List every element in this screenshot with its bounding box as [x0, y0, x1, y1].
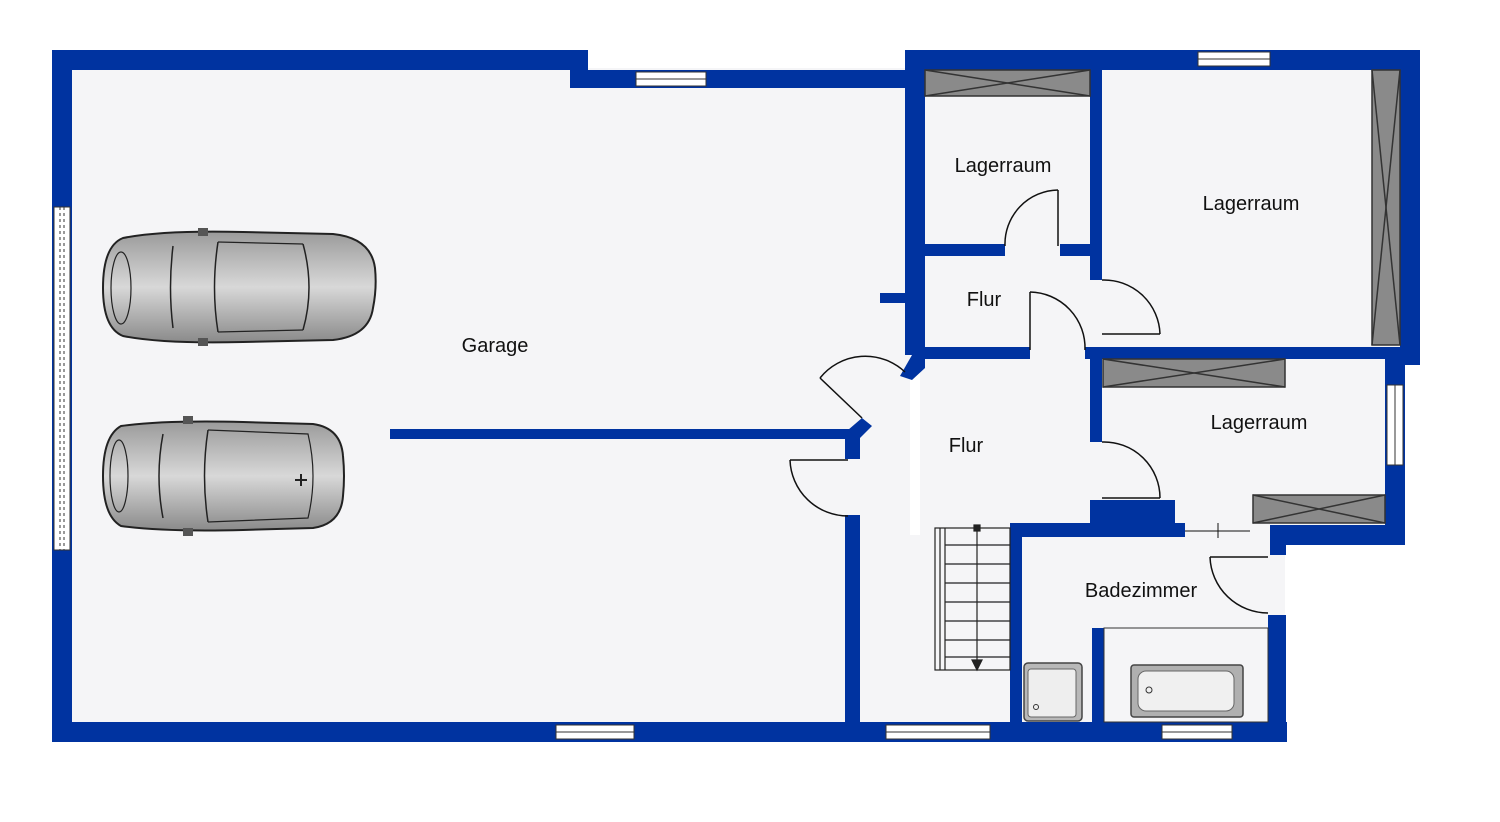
door-swing-icon: [1004, 189, 1059, 247]
label-lagerraum-large: Lagerraum: [1203, 193, 1300, 215]
window-icon: [555, 724, 635, 740]
label-lagerraum-small: Lagerraum: [955, 155, 1052, 177]
window-icon: [885, 724, 991, 740]
label-badezimmer: Badezimmer: [1085, 580, 1198, 602]
window-icon: [635, 71, 707, 87]
car-icon: [101, 416, 345, 536]
door-swing-icon: [789, 459, 849, 517]
door-swing-icon: [819, 355, 906, 419]
window-icon: [1161, 724, 1233, 740]
window-icon: [1197, 51, 1271, 67]
door-swing-icon: [1029, 291, 1086, 351]
cabinet-icon: [924, 69, 1091, 97]
cabinets: [924, 69, 1401, 524]
window-icon: [53, 206, 71, 551]
windows: [53, 51, 1404, 740]
window-icon: [1386, 384, 1404, 466]
door-swing-icon: [1101, 279, 1161, 335]
label-flur-upper: Flur: [967, 289, 1002, 311]
door-swing-icon: [1209, 556, 1269, 614]
bathtub-icon: [1103, 627, 1269, 723]
room-labels: Garage Lagerraum Lagerraum Lagerraum Flu…: [462, 155, 1308, 602]
cabinet-icon: [1252, 494, 1386, 524]
door-swing-icon: [1101, 441, 1161, 499]
stair-icon: [934, 524, 1011, 672]
cabinet-icon: [1371, 69, 1401, 346]
label-flur-main: Flur: [949, 435, 984, 457]
cabinet-icon: [1102, 358, 1286, 388]
car-icon: [101, 228, 377, 346]
label-garage: Garage: [462, 335, 529, 357]
label-lagerraum-lower: Lagerraum: [1211, 412, 1308, 434]
floor-areas: [70, 68, 1405, 722]
doors: [789, 189, 1269, 614]
shower-icon: [1023, 662, 1083, 722]
